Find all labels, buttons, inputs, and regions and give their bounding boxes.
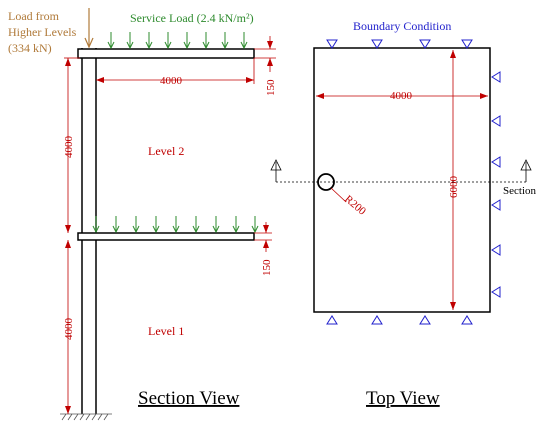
slab-thickness-top-dim: [254, 36, 276, 72]
service-load-label: Service Load (2.4 kN/m²): [130, 11, 254, 25]
section-cut-line: [270, 159, 532, 183]
span-dimension-text: 4000: [160, 75, 183, 87]
ground-hatch: [60, 413, 112, 421]
right-edge-supports: [491, 71, 501, 298]
column-radius-leader: [330, 187, 347, 203]
plan-length-text: 6000: [448, 176, 460, 199]
slab-plan-outline: [313, 47, 491, 313]
storey-height-lower-text: 4000: [63, 318, 75, 341]
slab-level-2: [77, 48, 255, 59]
storey-height-upper-dim: [64, 57, 80, 233]
slab-thickness-top-text: 150: [265, 79, 277, 96]
span-dimension: [96, 58, 255, 84]
service-load-arrows-bottom: [92, 216, 259, 234]
slab-level-1: [77, 232, 255, 241]
top-view: Boundary Condition: [270, 19, 536, 409]
section-cut-label: Section: [503, 185, 536, 197]
higher-load-label-line3: (334 kN): [8, 41, 52, 55]
higher-load-label-line1: Load from: [8, 9, 60, 23]
boundary-condition-label: Boundary Condition: [353, 19, 451, 33]
section-view: Load from Higher Levels (334 kN) Service…: [8, 8, 277, 421]
column-plan-circle: [317, 173, 335, 191]
level-2-label: Level 2: [148, 144, 184, 158]
section-view-title: Section View: [138, 388, 240, 409]
top-view-title: Top View: [366, 388, 440, 409]
higher-level-load-arrow: [84, 8, 94, 49]
service-load-arrows-top: [107, 32, 248, 50]
level-1-label: Level 1: [148, 324, 184, 338]
column-radius-text: R200: [342, 193, 368, 218]
higher-load-label-line2: Higher Levels: [8, 25, 77, 39]
bottom-edge-supports: [326, 315, 473, 325]
plan-width-text: 4000: [390, 90, 413, 102]
slab-thickness-bottom-dim: [254, 222, 272, 252]
storey-height-upper-text: 4000: [63, 136, 75, 159]
top-edge-supports: [326, 39, 473, 49]
slab-thickness-bottom-text: 150: [261, 259, 273, 276]
